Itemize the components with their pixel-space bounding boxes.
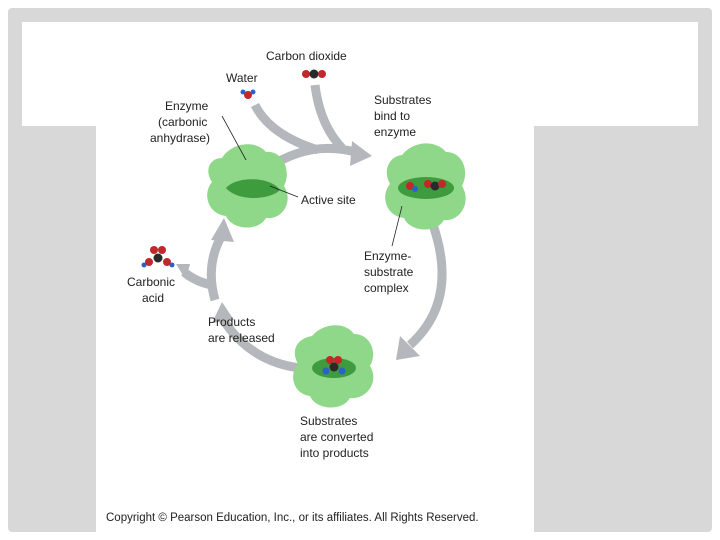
arrow-converted-to-released: [218, 315, 301, 373]
bound-substrate-molecules: [406, 180, 446, 192]
label-converted-2: are converted: [300, 430, 373, 444]
label-products-released-2: are released: [208, 331, 275, 345]
label-converted-1: Substrates: [300, 414, 357, 428]
active-site-shape: [226, 179, 280, 198]
label-active-site: Active site: [301, 193, 356, 207]
arrowhead-product: [176, 264, 190, 280]
arrowhead-top: [350, 141, 372, 166]
arrowhead-left: [211, 218, 234, 242]
enzyme-cycle-figure: [96, 28, 534, 534]
enzyme-substrate-complex: [385, 143, 466, 230]
es-complex-leader: [391, 205, 403, 247]
label-substrates-bind-2: bind to: [374, 109, 410, 123]
enzyme-leader: [221, 115, 247, 161]
arrow-co2-in: [310, 84, 346, 152]
label-substrates-bind-3: enzyme: [374, 125, 416, 139]
arrow-released-to-enzyme: [206, 232, 226, 302]
enzyme-product-complex: [293, 325, 374, 408]
copyright-notice: Copyright © Pearson Education, Inc., or …: [106, 512, 479, 524]
label-es-complex-3: complex: [364, 281, 409, 295]
label-converted-3: into products: [300, 446, 369, 460]
arrowheads: [176, 141, 420, 360]
label-enzyme-3: anhydrase): [150, 131, 210, 145]
free-enzyme: [207, 144, 288, 228]
water-molecule: [240, 89, 256, 99]
co2-molecule: [302, 69, 326, 79]
label-enzyme-2: (carbonic: [158, 115, 207, 129]
label-substrates-bind-1: Substrates: [374, 93, 431, 107]
label-products-released-1: Products: [208, 315, 255, 329]
labels: Carbon dioxide Water Enzyme (carbonic an…: [127, 49, 431, 460]
label-es-complex-1: Enzyme-: [364, 249, 411, 263]
label-carbonic-acid-2: acid: [142, 291, 164, 305]
active-site-leader: [269, 185, 299, 198]
arrowhead-bottom: [212, 302, 234, 323]
arrow-water-in: [250, 102, 320, 155]
arrowhead-right: [396, 336, 420, 360]
label-carbonic-acid-1: Carbonic: [127, 275, 175, 289]
label-enzyme-1: Enzyme: [165, 99, 209, 113]
label-water: Water: [226, 71, 258, 85]
label-carbon-dioxide: Carbon dioxide: [266, 49, 347, 63]
arrow-binding-to-converted: [406, 220, 447, 349]
product-molecule: [322, 356, 346, 375]
carbonic-acid-molecule: [141, 246, 175, 268]
label-es-complex-2: substrate: [364, 265, 414, 279]
